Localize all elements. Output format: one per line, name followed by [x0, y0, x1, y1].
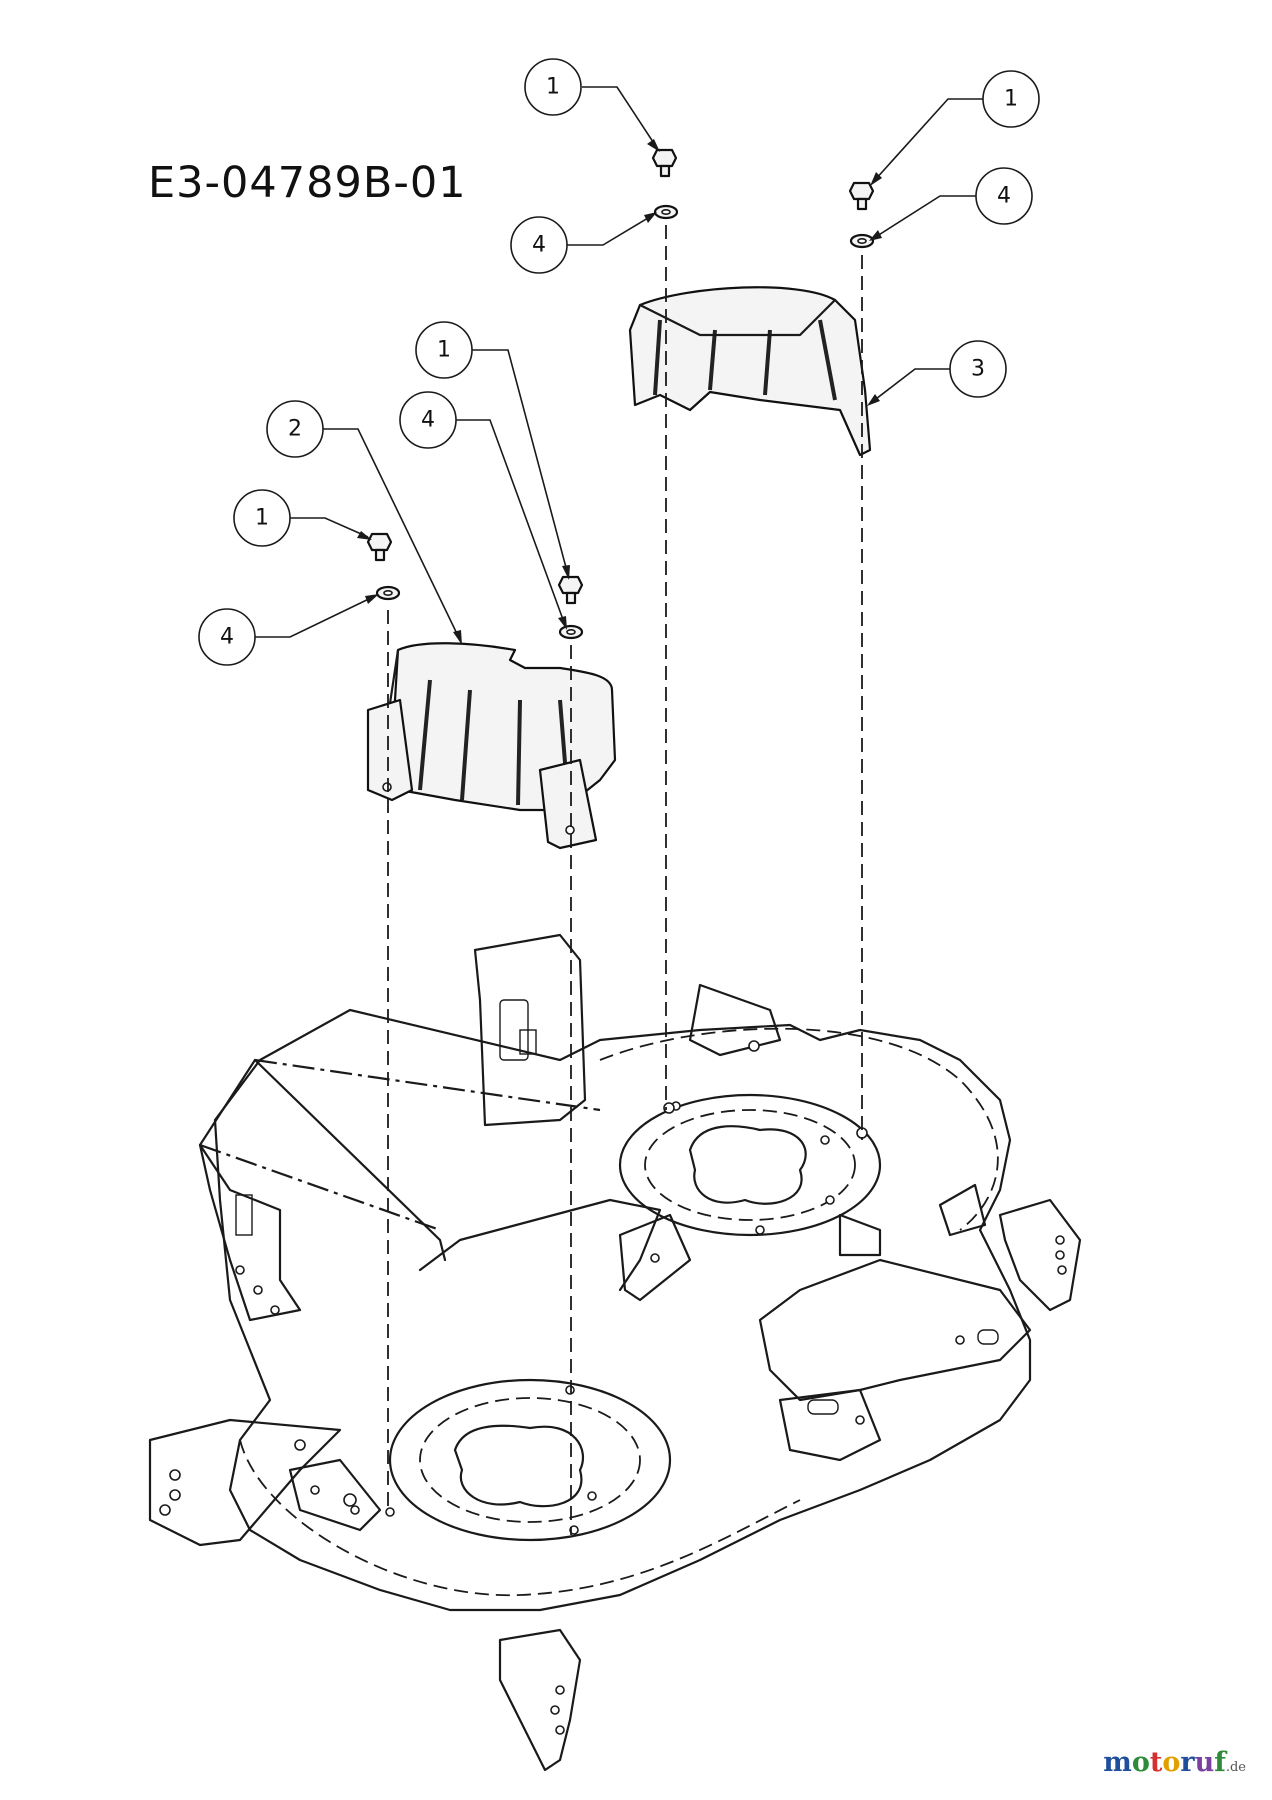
drawing-number: E3-04789B-01 — [148, 158, 467, 208]
watermark-letter: o — [1162, 1747, 1181, 1778]
left-deflector-shroud — [366, 642, 617, 850]
callout-bubble[interactable]: 4 — [399, 391, 457, 449]
watermark-letter: f — [1214, 1747, 1226, 1778]
right-deflector-shroud — [628, 286, 872, 457]
watermark-letter: t — [1149, 1747, 1163, 1778]
callout-label: 2 — [288, 417, 302, 442]
callout-bubble[interactable]: 1 — [524, 58, 582, 116]
watermark-logo-text: motoruf — [1103, 1747, 1226, 1778]
callout-label: 1 — [255, 506, 269, 531]
callout-bubble[interactable]: 4 — [975, 167, 1033, 225]
callout-label: 4 — [997, 184, 1011, 209]
motoruf-watermark[interactable]: motoruf.de — [1103, 1747, 1246, 1778]
washer-left-rear — [558, 624, 584, 640]
watermark-suffix: .de — [1225, 1760, 1246, 1775]
washer-top-right — [849, 233, 875, 249]
bolt-left-rear — [557, 575, 584, 605]
callout-bubble[interactable]: 1 — [233, 489, 291, 547]
callout-label: 4 — [220, 625, 234, 650]
callout-bubble[interactable]: 3 — [949, 340, 1007, 398]
bolt-top-center — [651, 148, 678, 178]
bolt-top-right — [848, 181, 875, 211]
callout-label: 3 — [971, 357, 985, 382]
assembly-centerlines — [387, 225, 863, 1535]
callout-label: 1 — [437, 338, 451, 363]
callout-bubble[interactable]: 2 — [266, 400, 324, 458]
callout-bubble[interactable]: 4 — [510, 216, 568, 274]
callout-label: 1 — [1004, 87, 1018, 112]
watermark-letter: m — [1103, 1747, 1132, 1778]
washer-left-front — [375, 585, 401, 601]
callout-bubble[interactable]: 4 — [198, 608, 256, 666]
fasteners — [366, 148, 875, 640]
watermark-letter: r — [1180, 1747, 1195, 1778]
watermark-letter: u — [1194, 1747, 1215, 1778]
bolt-left-front — [366, 532, 393, 562]
watermark-letter: o — [1131, 1747, 1150, 1778]
washer-top-center — [653, 204, 679, 220]
callout-label: 4 — [532, 233, 546, 258]
callout-bubble[interactable]: 1 — [982, 70, 1040, 128]
callout-label: 4 — [421, 408, 435, 433]
callout-leaders — [255, 86, 983, 645]
callout-bubbles: 1 1 4 4 1 2 4 3 — [198, 58, 1040, 666]
callout-bubble[interactable]: 1 — [415, 321, 473, 379]
mower-deck — [148, 933, 1082, 1772]
callout-label: 1 — [546, 75, 560, 100]
